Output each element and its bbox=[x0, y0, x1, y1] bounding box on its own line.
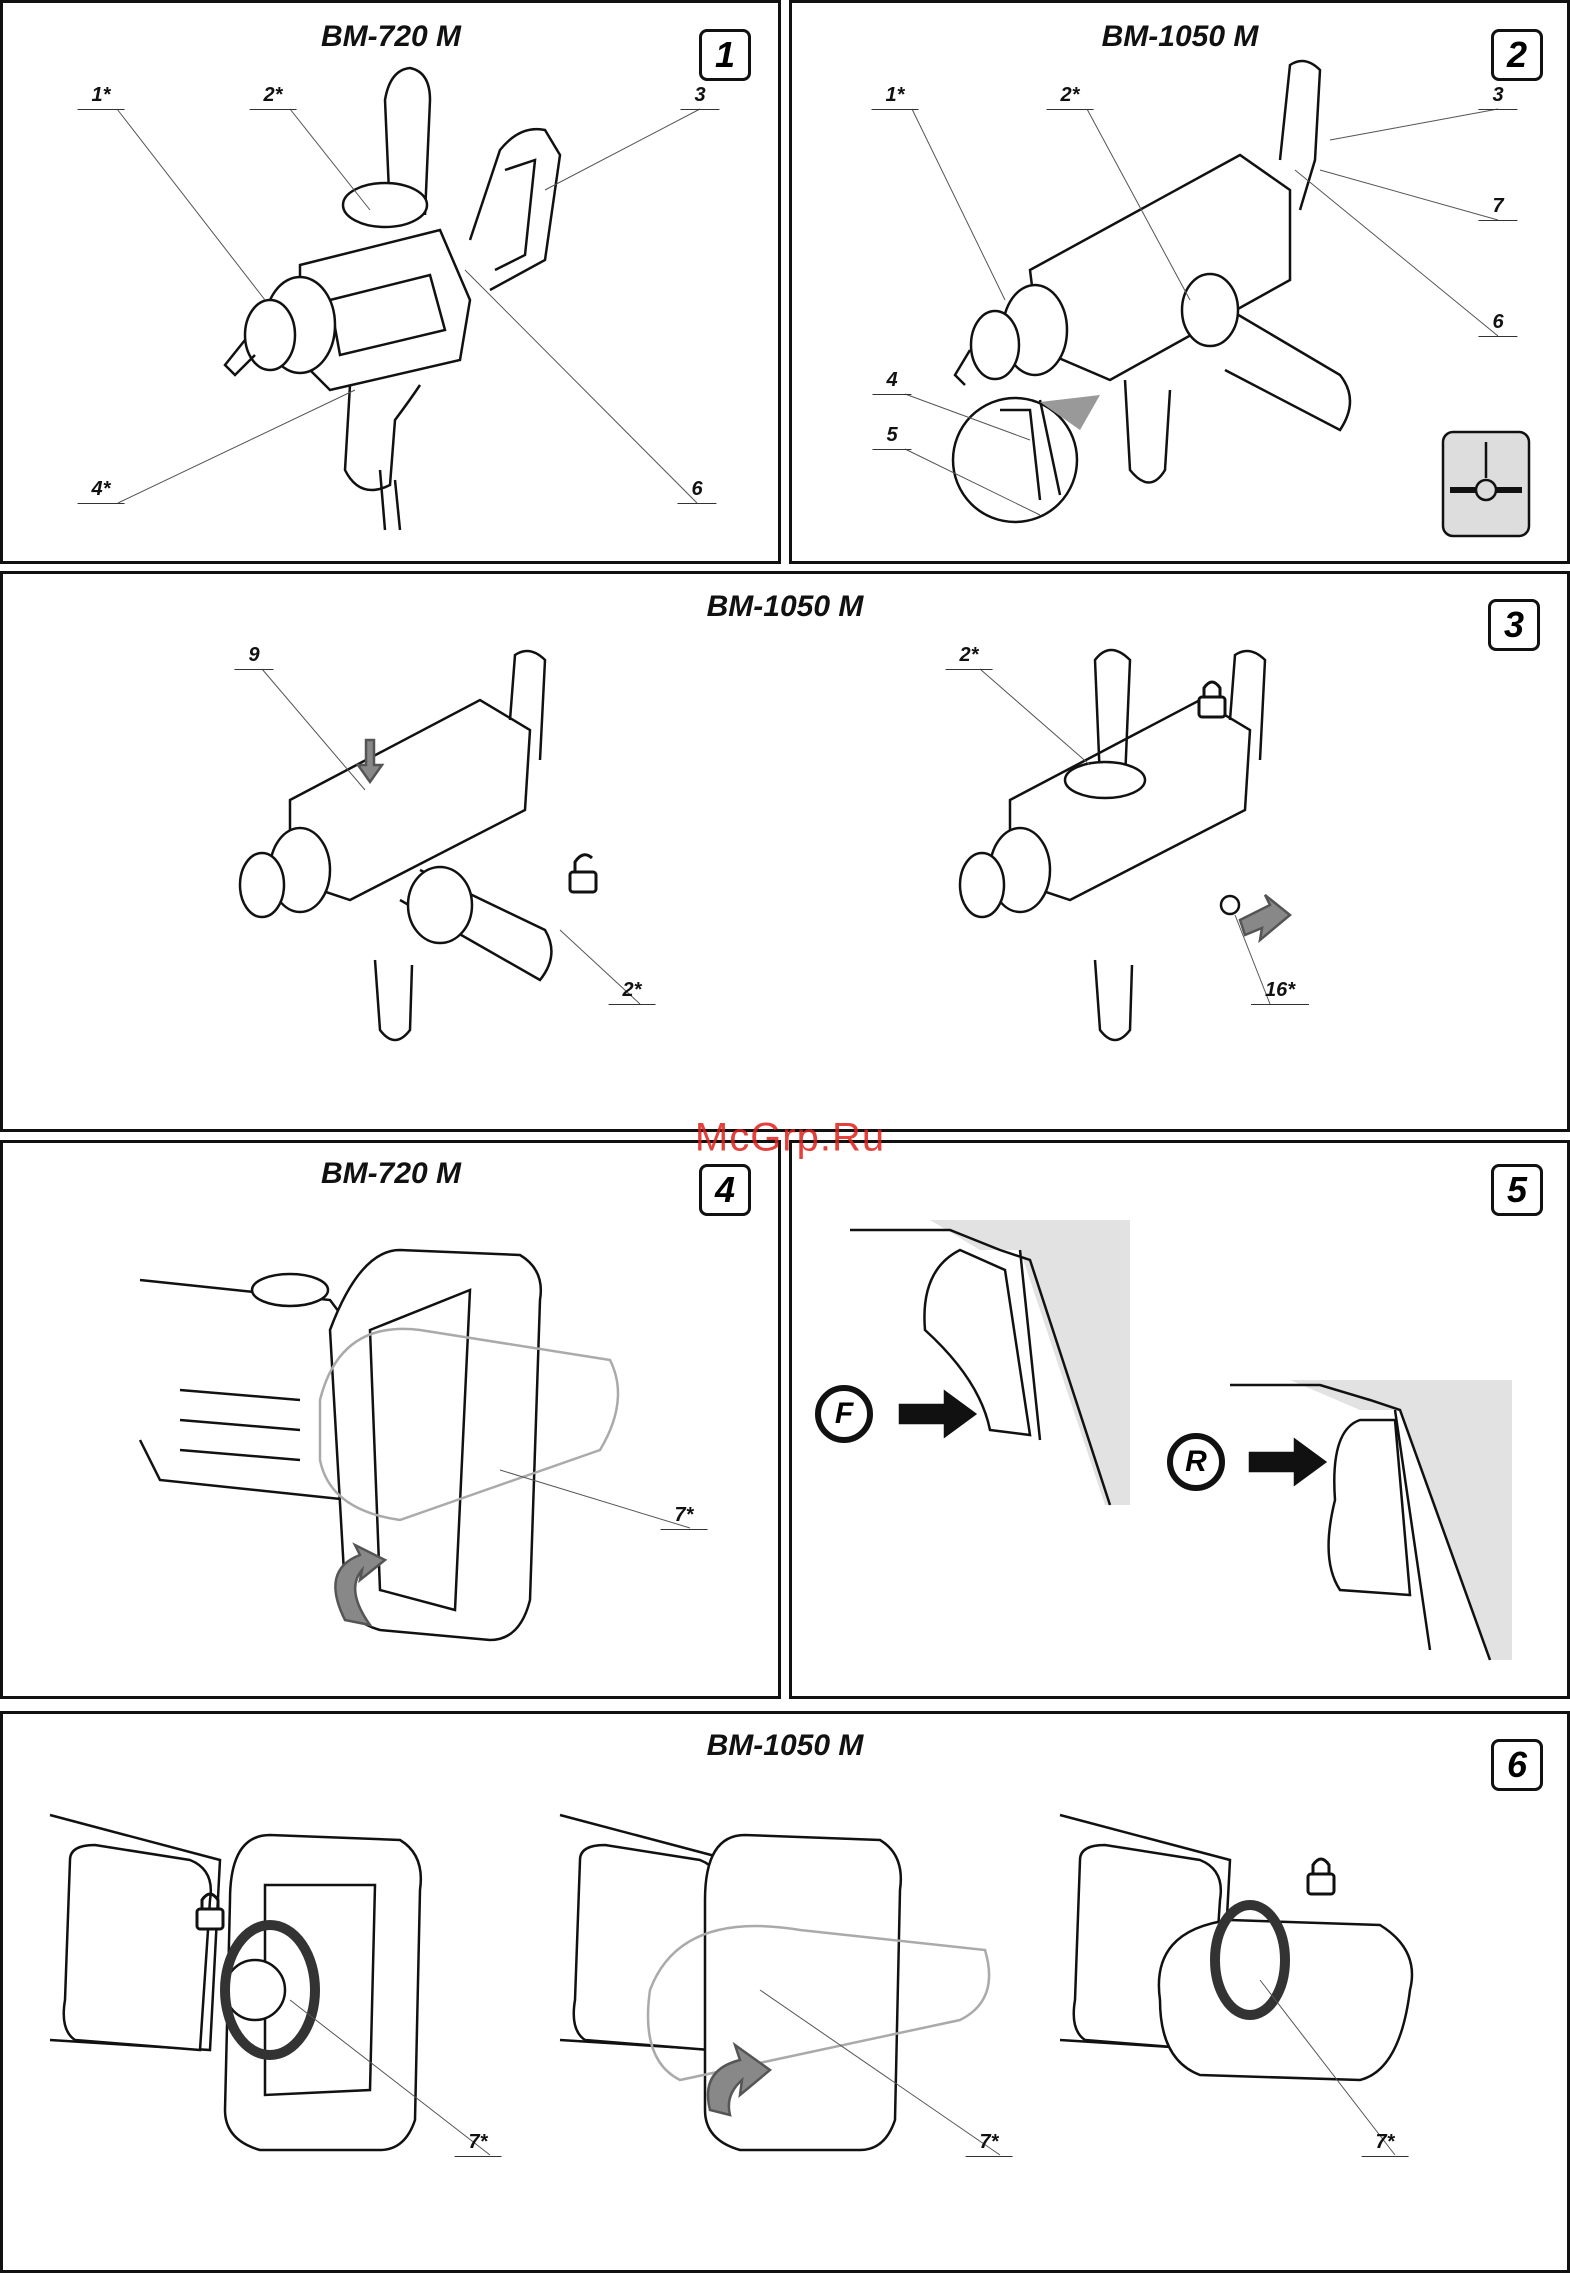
watermark: McGrp.Ru bbox=[694, 1115, 886, 1160]
callout-label: 4* bbox=[77, 478, 125, 504]
callout-label: 3 bbox=[1478, 84, 1518, 110]
callout-label: 2* bbox=[608, 979, 656, 1005]
panel-1-title: BM-720 M bbox=[320, 20, 462, 53]
handle-rotation-bm1050-drawings bbox=[49, 1813, 1414, 2156]
unlock-icon bbox=[568, 853, 598, 894]
callout-label: 6 bbox=[677, 478, 717, 504]
callout-label: 2* bbox=[1046, 84, 1094, 110]
panel-2-title: BM-1050 M bbox=[1101, 20, 1259, 53]
panel-6-number: 6 bbox=[1491, 1739, 1543, 1791]
callout-label: 2* bbox=[945, 644, 993, 670]
callout-label: 1* bbox=[871, 84, 919, 110]
lock-icon bbox=[1306, 1857, 1336, 1896]
panel-1-number: 1 bbox=[699, 29, 751, 81]
panel-4-number: 4 bbox=[699, 1164, 751, 1216]
drill-bm1050-drawing bbox=[904, 59, 1531, 538]
lock-icon bbox=[195, 1892, 225, 1931]
panel-6-title: BM-1050 M bbox=[706, 1729, 864, 1762]
forward-mode-icon: F bbox=[815, 1385, 873, 1443]
panel-2-number: 2 bbox=[1491, 29, 1543, 81]
callout-label: 7* bbox=[660, 1504, 708, 1530]
reverse-switch-drawings bbox=[850, 1220, 1512, 1661]
callout-label: 5 bbox=[872, 424, 912, 450]
drill-bm720-drawing bbox=[116, 66, 701, 531]
callout-label: 7* bbox=[1361, 2131, 1409, 2157]
callout-label: 7* bbox=[965, 2131, 1013, 2157]
callout-label: 7 bbox=[1478, 195, 1518, 221]
callout-label: 1* bbox=[77, 84, 125, 110]
callout-label: 4 bbox=[872, 369, 912, 395]
handle-mounting-drawings bbox=[238, 648, 1292, 1042]
callout-label: 2* bbox=[249, 84, 297, 110]
reverse-mode-icon: R bbox=[1167, 1433, 1225, 1491]
callout-label: 16* bbox=[1250, 979, 1310, 1005]
callout-label: 6 bbox=[1478, 311, 1518, 337]
panel-4-title: BM-720 M bbox=[320, 1157, 462, 1190]
callout-label: 7* bbox=[454, 2131, 502, 2157]
panel-3-title: BM-1050 M bbox=[706, 590, 864, 623]
panel-3 bbox=[0, 571, 1570, 1132]
callout-label: 9 bbox=[234, 644, 274, 670]
callout-label: 3 bbox=[680, 84, 720, 110]
panel-5-number: 5 bbox=[1491, 1164, 1543, 1216]
handle-rotation-bm720-drawing bbox=[138, 1248, 691, 1642]
lock-icon bbox=[1197, 680, 1227, 719]
panel-3-number: 3 bbox=[1488, 599, 1540, 651]
